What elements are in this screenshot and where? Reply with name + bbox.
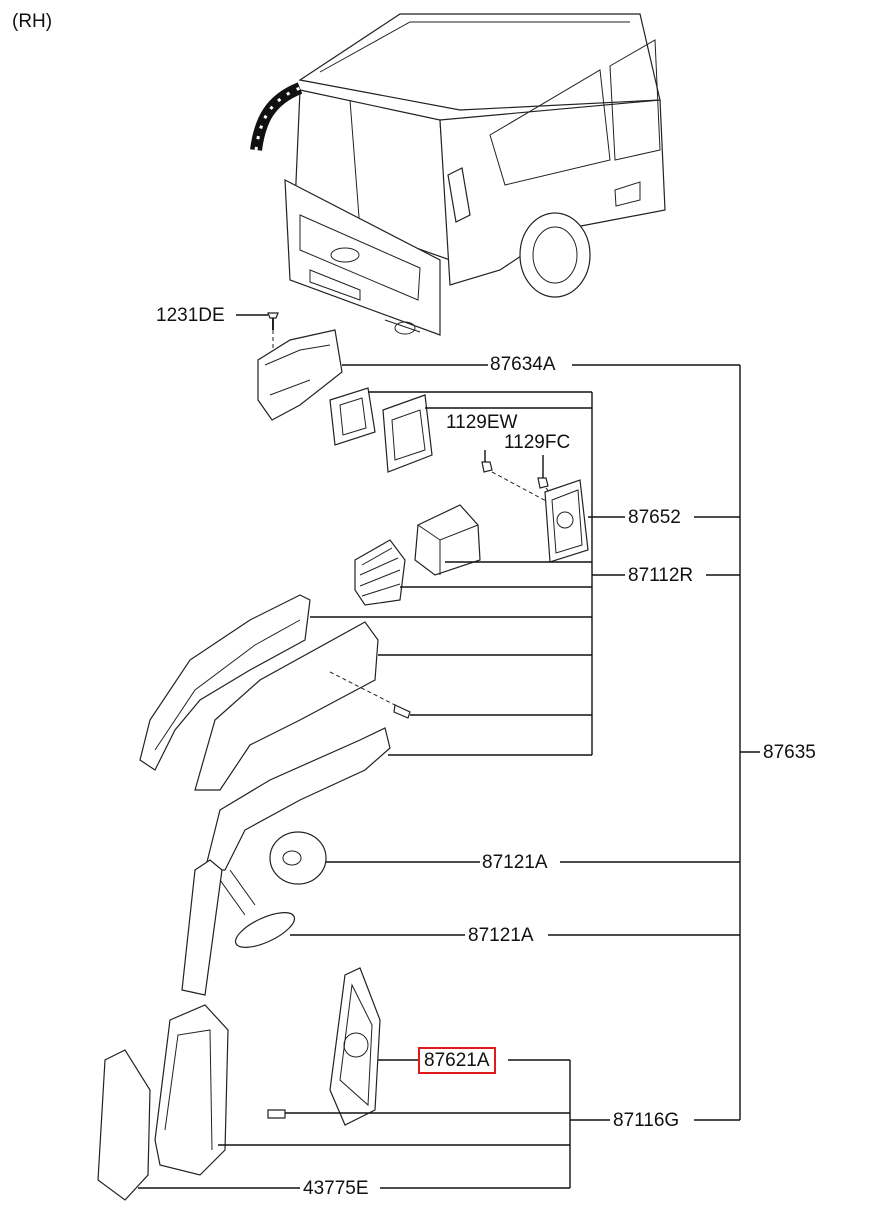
part-label-43775e[interactable]: 43775E: [303, 1178, 369, 1199]
arm-bracket: [204, 727, 391, 871]
part-label-1231de[interactable]: 1231DE: [156, 305, 225, 326]
part-label-87112r[interactable]: 87112R: [628, 565, 694, 586]
pad-87121a-1: [269, 831, 327, 885]
part-label-87634a[interactable]: 87634A: [490, 354, 556, 375]
part-label-1129fc[interactable]: 1129FC: [504, 432, 571, 453]
gasket: [329, 387, 376, 446]
housing: [139, 594, 311, 771]
cover-43775e: [97, 1049, 151, 1201]
boot: [354, 539, 406, 606]
skull-cap: [194, 621, 379, 791]
part-label-87116g[interactable]: 87116G: [613, 1110, 680, 1131]
mirror-housing-assy: [154, 1004, 229, 1176]
part-label-87635[interactable]: 87635: [763, 742, 816, 763]
motor-87112r: [414, 504, 481, 576]
part-label-1129ew[interactable]: 1129EW: [446, 412, 518, 433]
motor-plate-87652: [544, 479, 589, 563]
bolt-1129ew: [481, 450, 493, 473]
vehicle-illustration: [250, 13, 666, 336]
leader-lines: [138, 314, 760, 1189]
arm-pipe: [181, 859, 223, 996]
part-label-87121a-2[interactable]: 87121A: [468, 925, 534, 946]
part-label-87652[interactable]: 87652: [628, 507, 681, 528]
side-label: (RH): [12, 11, 53, 32]
cover-87634a: [257, 329, 343, 421]
screw-1231de: [267, 312, 279, 355]
pad-87121a-2: [234, 912, 296, 948]
bolt-1129fc: [537, 455, 549, 489]
mirror-glass-87621a: [329, 967, 381, 1126]
part-label-87621a-highlighted[interactable]: 87621A: [418, 1047, 496, 1074]
part-label-87121a-1[interactable]: 87121A: [482, 852, 548, 873]
mount-plate: [382, 394, 433, 473]
